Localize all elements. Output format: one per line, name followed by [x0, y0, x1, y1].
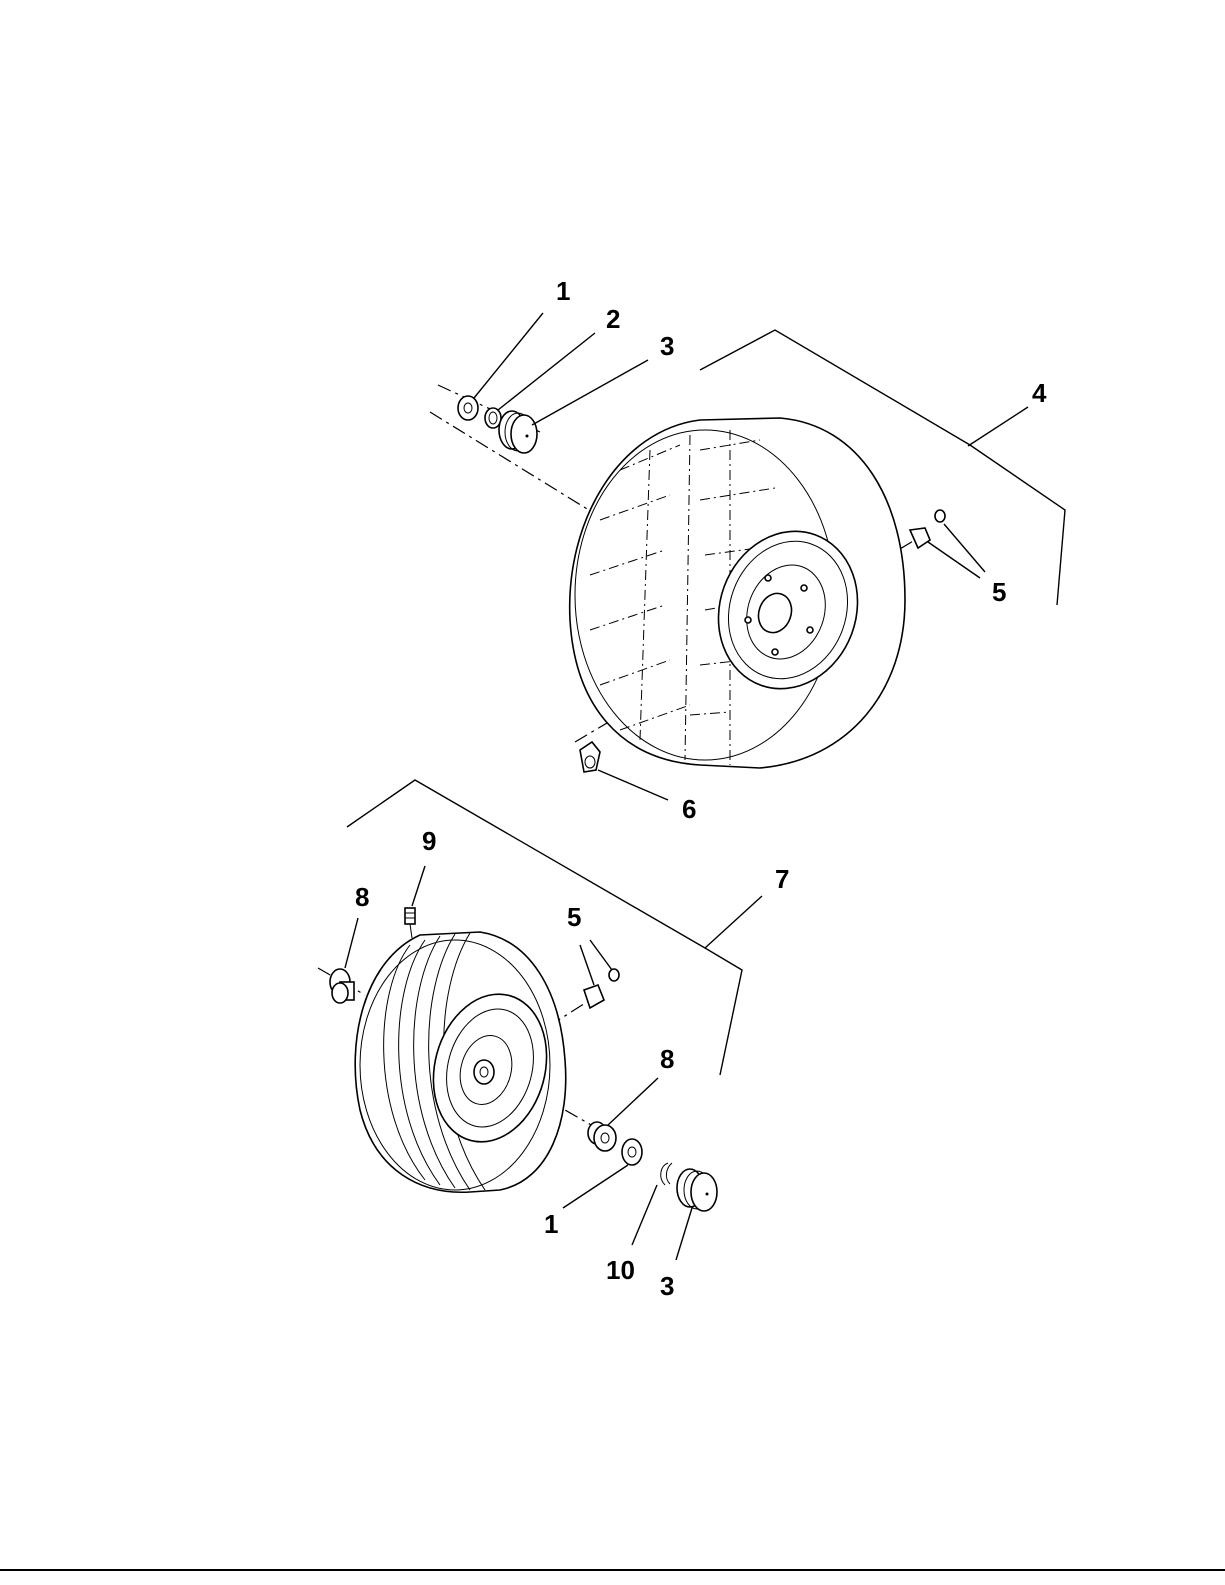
leader-7 [705, 896, 762, 948]
valve-stem-part-5-lower [584, 969, 619, 1008]
leader-1-upper [474, 313, 543, 398]
grease-fitting-part-9 [405, 908, 415, 938]
callout-1-upper: 1 [556, 276, 570, 306]
leader-10 [632, 1185, 657, 1245]
callout-7: 7 [775, 864, 789, 894]
cap-part-3-upper [499, 411, 537, 453]
callout-2-upper: 2 [606, 304, 620, 334]
ring-part-2-upper [485, 408, 501, 428]
leader-5b-upper [944, 524, 985, 572]
leader-5a-upper [928, 542, 980, 578]
washer-part-1-lower [622, 1139, 642, 1165]
nut-part-6 [580, 742, 600, 772]
callout-8-left: 8 [355, 882, 369, 912]
leader-3-lower [676, 1208, 692, 1260]
washer-part-1-upper [458, 396, 478, 420]
callout-10: 10 [606, 1255, 635, 1285]
bushing-part-8-left [330, 969, 354, 1003]
leader-9 [412, 866, 425, 906]
callout-1-lower: 1 [544, 1209, 558, 1239]
callout-5-lower: 5 [567, 902, 581, 932]
callout-5-upper: 5 [992, 577, 1006, 607]
leader-6 [598, 770, 668, 800]
valve-stem-part-5-upper [910, 510, 945, 548]
bushing-part-8-right [588, 1122, 616, 1151]
callout-3-lower: 3 [660, 1271, 674, 1301]
callout-9: 9 [422, 826, 436, 856]
callout-4: 4 [1032, 378, 1047, 408]
callout-8-right: 8 [660, 1044, 674, 1074]
callout-3-upper: 3 [660, 331, 674, 361]
cap-part-3-lower [677, 1169, 717, 1211]
leader-8-right [608, 1078, 658, 1125]
leader-5a-lower [580, 945, 594, 985]
upper-wheel-assembly: 1 2 3 4 5 6 [430, 276, 1065, 824]
lower-wheel-assembly: 7 8 9 5 8 1 10 3 [318, 780, 789, 1301]
callout-6: 6 [682, 794, 696, 824]
clip-part-10 [661, 1163, 672, 1185]
leader-5b-lower [590, 940, 612, 970]
leader-8-left [345, 918, 358, 968]
leader-1-lower [563, 1165, 628, 1208]
leader-4 [968, 407, 1028, 446]
